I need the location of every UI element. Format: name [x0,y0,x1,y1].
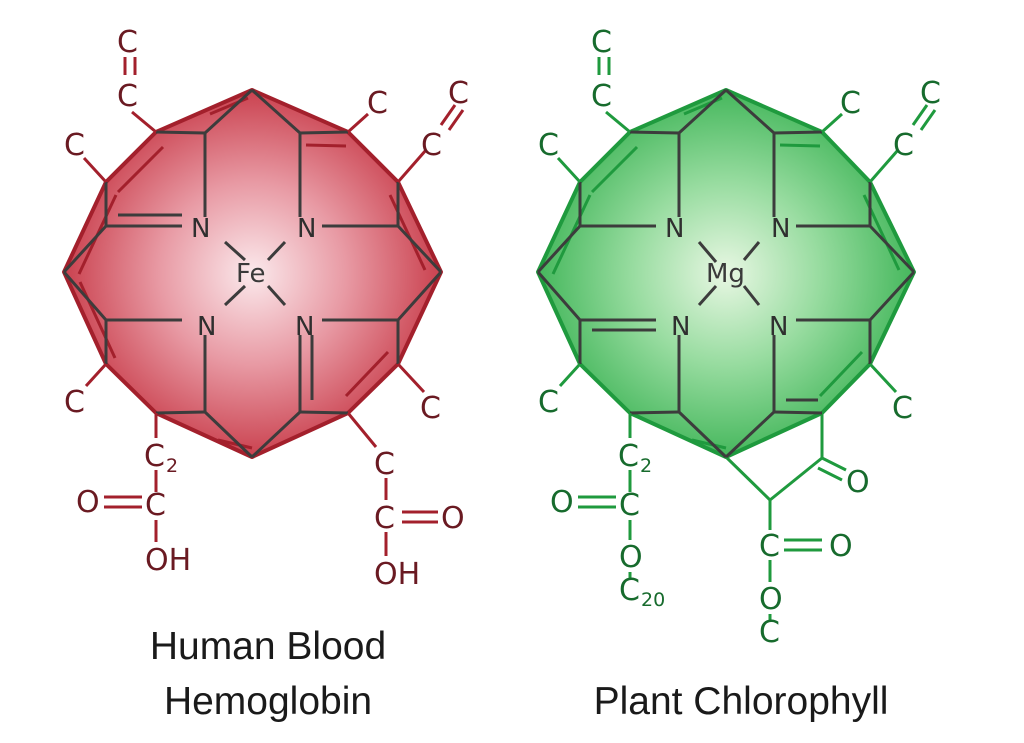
hemoglobin-methyl-carbon-left-bottom: C [64,385,85,420]
hemoglobin-hydroxyl-right: OH [374,557,420,592]
chlorophyll-ch2-carbon: C [618,439,639,474]
chlorophyll-methyl-carbon-left-top: C [538,128,559,163]
chlorophyll-ester-carbon-right: C [759,529,780,564]
chlorophyll-phytyl-carbon: C [619,573,640,608]
hemoglobin-nitrogen-bottom-right: N [295,312,314,342]
chlorophyll-vinyl-carbon-right-inner: C [893,128,914,163]
hemoglobin-caption-line1: Human Blood [150,625,386,668]
chlorophyll-molecule: N N N N Mg C [536,25,941,723]
hemoglobin-carboxyl-carbon-left: C [145,488,166,523]
chlorophyll-ketone-oxygen: O [846,465,870,500]
hemoglobin-carboxyl-oxygen-left: O [76,485,100,520]
chlorophyll-vinyl-carbon-top: C [591,25,612,60]
hemoglobin-vinyl-carbon-right-outer: C [448,76,469,111]
chlorophyll-caption: Plant Chlorophyll [594,680,889,723]
chlorophyll-magnesium-atom: Mg [706,259,745,289]
hemoglobin-vinyl-carbon-bottom: C [117,79,138,114]
hemoglobin-methyl-carbon-left-top: C [64,128,85,163]
hemoglobin-carboxyl-oxygen-right: O [441,501,465,536]
hemoglobin-ch2-subscript: 2 [166,455,178,477]
hemoglobin-nitrogen-top-left: N [191,214,210,244]
chlorophyll-nitrogen-top-right: N [771,214,790,244]
hemoglobin-molecule: N N N N Fe [62,25,469,723]
chlorophyll-methyl-carbon-right-top: C [840,86,861,121]
chlorophyll-nitrogen-top-left: N [665,214,684,244]
hemoglobin-caption-line2: Hemoglobin [164,680,372,723]
hemoglobin-ch2-carbon-right: C [374,447,395,482]
chlorophyll-substituent-bonds [556,57,937,620]
hemoglobin-methyl-carbon-right-top: C [367,86,388,121]
hemoglobin-methyl-carbon-right-bottom: C [420,391,441,426]
chlorophyll-methyl-carbon-right-bottom: C [892,391,913,426]
chlorophyll-cyclopentanone-ring [724,413,847,502]
chlorophyll-carbonyl-oxygen-right: O [829,529,853,564]
chlorophyll-methyl-ester-carbon: C [759,615,780,650]
chlorophyll-phytyl-subscript: 20 [641,589,665,611]
chlorophyll-nitrogen-bottom-right: N [769,312,788,342]
hemoglobin-nitrogen-bottom-left: N [197,312,216,342]
hemoglobin-vinyl-carbon-top: C [117,25,138,60]
chlorophyll-carbonyl-oxygen-left: O [550,485,574,520]
chlorophyll-vinyl-carbon-right-outer: C [920,76,941,111]
chlorophyll-carbonyl-carbon-left: C [619,488,640,523]
chlorophyll-ch2-subscript: 2 [640,455,652,477]
hemoglobin-ch2-carbon-left: C [144,439,165,474]
hemoglobin-hydroxyl-left: OH [145,543,191,578]
hemoglobin-carboxyl-carbon-right: C [374,501,395,536]
chlorophyll-methyl-carbon-left-bottom: C [538,385,559,420]
chlorophyll-nitrogen-bottom-left: N [671,312,690,342]
chlorophyll-inner-bonds [536,88,916,459]
hemoglobin-inner-bonds [62,88,443,459]
chlorophyll-ester-oxygen-left: O [619,540,643,575]
hemoglobin-vinyl-carbon-right-inner: C [421,128,442,163]
hemoglobin-iron-atom: Fe [236,259,266,289]
chlorophyll-vinyl-carbon-bottom: C [591,79,612,114]
chlorophyll-ester-oxygen-right: O [759,582,783,617]
hemoglobin-nitrogen-top-right: N [297,214,316,244]
hemoglobin-substituent-bonds [82,57,465,556]
